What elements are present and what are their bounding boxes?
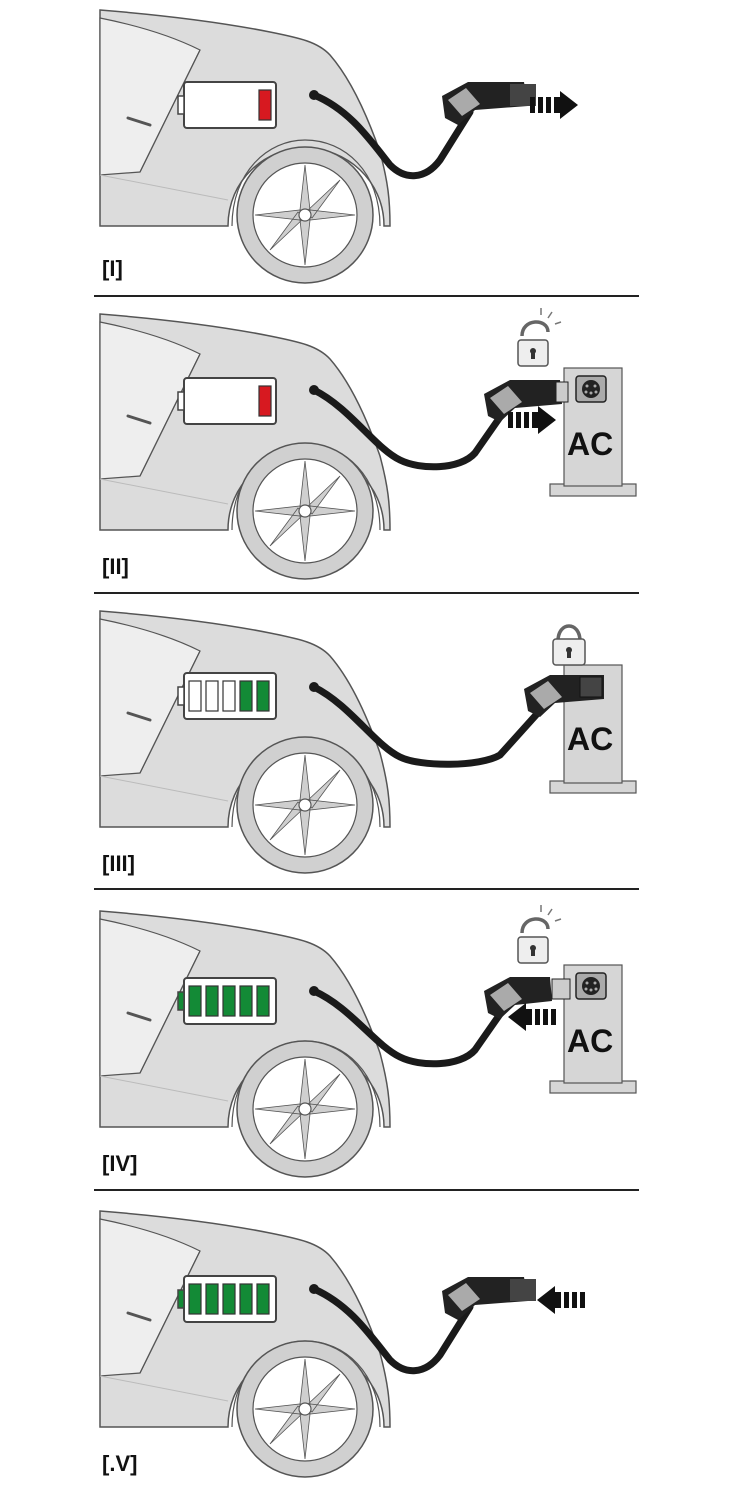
- battery-icon: [177, 81, 277, 129]
- arrow-icon: [530, 91, 578, 119]
- divider: [94, 1189, 639, 1191]
- battery-icon: [177, 977, 277, 1025]
- step-4-illustration: AC: [99, 905, 637, 1178]
- car-icon: [99, 1210, 391, 1478]
- battery-icon: [177, 377, 277, 425]
- charging-station-icon: AC: [549, 964, 637, 1094]
- step-1-illustration: [99, 9, 578, 284]
- step-label: [III]: [102, 851, 135, 876]
- charging-plug-icon: [309, 82, 536, 180]
- step-panel-2: AC [II]: [0, 298, 730, 598]
- step-label: [.V]: [102, 1451, 138, 1476]
- step-5-illustration: [99, 1210, 585, 1478]
- divider: [94, 295, 639, 297]
- step-panel-1: [I]: [0, 0, 730, 300]
- step-panel-3: AC [III]: [0, 595, 730, 895]
- divider: [94, 592, 639, 594]
- station-label: AC: [567, 426, 613, 462]
- station-label: AC: [567, 1023, 613, 1059]
- arrow-icon: [508, 1003, 556, 1031]
- step-label: [I]: [102, 256, 123, 281]
- battery-icon: [177, 1275, 277, 1323]
- charging-plug-icon: [309, 1277, 536, 1375]
- car-icon: [99, 9, 391, 284]
- divider: [94, 888, 639, 890]
- step-label: [II]: [102, 554, 129, 579]
- padlock-icon: [517, 905, 562, 964]
- charging-plug-icon: [309, 380, 569, 471]
- step-label: [IV]: [102, 1151, 138, 1176]
- step-panel-5: [.V]: [0, 1195, 730, 1495]
- charging-station-icon: AC: [549, 367, 637, 497]
- arrow-icon: [508, 406, 556, 434]
- charging-plug-icon: [309, 977, 571, 1068]
- station-label: AC: [567, 721, 613, 757]
- car-icon: [99, 910, 391, 1178]
- padlock-icon: [552, 624, 586, 666]
- car-icon: [99, 610, 391, 874]
- step-3-illustration: AC: [99, 610, 637, 874]
- step-panel-4: AC [IV]: [0, 895, 730, 1195]
- arrow-icon: [537, 1286, 585, 1314]
- step-2-illustration: AC: [99, 308, 637, 580]
- battery-icon: [177, 672, 277, 720]
- padlock-icon: [517, 308, 562, 367]
- charging-plug-icon: [309, 675, 604, 768]
- car-icon: [99, 313, 391, 580]
